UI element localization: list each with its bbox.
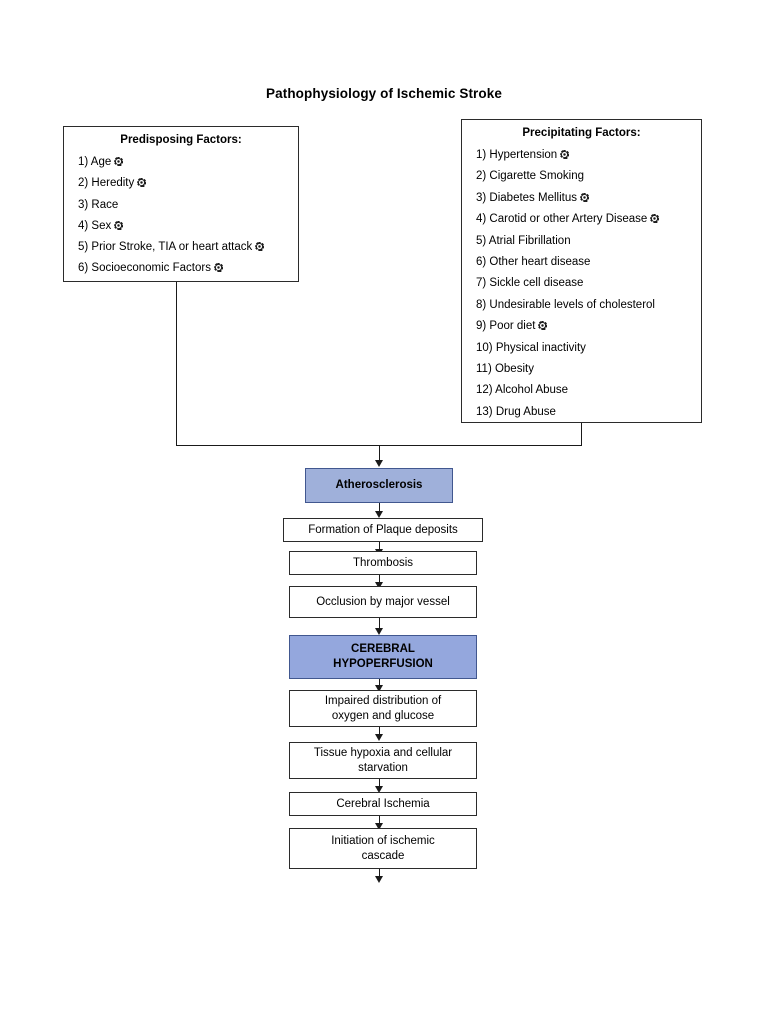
- connector-ischemia-to-cascade: [379, 816, 380, 825]
- connector-thrombosis-to-occlusion: [379, 575, 380, 584]
- list-item: 4) Sex: [78, 216, 298, 237]
- list-item-label: 11) Obesity: [476, 363, 534, 376]
- list-item: 3) Race: [78, 195, 298, 216]
- list-item-label: 2) Cigarette Smoking: [476, 170, 585, 183]
- predisposing-factors-box: Predisposing Factors: 1) Age 2) Heredity…: [63, 126, 299, 282]
- list-item: 6) Socioeconomic Factors: [78, 258, 298, 279]
- connector-hypoperfusion-to-impaired: [379, 679, 380, 687]
- flow-box-label-line1: Initiation of ischemic: [331, 834, 435, 847]
- list-item: 8) Undesirable levels of cholesterol: [476, 295, 701, 316]
- list-item-label: 6) Other heart disease: [476, 256, 591, 269]
- arrow-into-hypoperfusion: [375, 628, 383, 635]
- list-item: 4) Carotid or other Artery Disease: [476, 209, 701, 230]
- list-item-label: 3) Race: [78, 198, 119, 211]
- list-item-label: 6) Socioeconomic Factors: [78, 262, 211, 275]
- list-item-label: 4) Sex: [78, 219, 112, 232]
- predisposing-heading: Predisposing Factors:: [120, 134, 242, 146]
- gear-marker-icon: [213, 263, 223, 273]
- arrow-into-hypoxia: [375, 734, 383, 741]
- gear-marker-icon: [538, 321, 548, 331]
- list-item: 2) Cigarette Smoking: [476, 166, 701, 187]
- connector-cascade-outgoing: [379, 869, 380, 878]
- flow-box-label-line1: Tissue hypoxia and cellular: [313, 746, 453, 759]
- flow-box-label-line1: Impaired distribution of: [324, 694, 442, 707]
- flow-box-ischemic-cascade: Initiation of ischemic cascade: [289, 828, 477, 869]
- arrow-into-occlusion: [375, 582, 383, 589]
- gear-marker-icon: [255, 242, 265, 252]
- list-item: 9) Poor diet: [476, 316, 701, 337]
- list-item-label: 3) Diabetes Mellitus: [476, 191, 577, 204]
- list-item-label: 2) Heredity: [78, 177, 135, 190]
- list-item-label: 13) Drug Abuse: [476, 405, 556, 418]
- flow-box-label: Thrombosis: [352, 556, 414, 569]
- list-item: 12) Alcohol Abuse: [476, 380, 701, 401]
- precipitating-heading: Precipitating Factors:: [522, 127, 641, 139]
- list-item: 1) Hypertension: [476, 145, 701, 166]
- flow-box-label-line1: CEREBRAL: [351, 643, 415, 655]
- flow-box-label: Occlusion by major vessel: [316, 595, 450, 608]
- list-item-label: 9) Poor diet: [476, 320, 536, 333]
- flow-box-label: Cerebral Ischemia: [336, 797, 430, 810]
- list-item-label: 12) Alcohol Abuse: [476, 384, 569, 397]
- connector-precipitating-vertical: [581, 423, 582, 445]
- list-item-label: 5) Atrial Fibrillation: [476, 234, 571, 247]
- list-item-label: 5) Prior Stroke, TIA or heart attack: [78, 241, 253, 254]
- list-item: 7) Sickle cell disease: [476, 273, 701, 294]
- connector-atherosclerosis-to-plaque: [379, 503, 380, 513]
- flow-box-thrombosis: Thrombosis: [289, 551, 477, 575]
- list-item-label: 8) Undesirable levels of cholesterol: [476, 298, 655, 311]
- connector-occlusion-to-hypoperfusion: [379, 618, 380, 630]
- list-item-label: 1) Age: [78, 156, 112, 168]
- predisposing-list: 1) Age 2) Heredity 3) Race 4) Sex 5) Pri…: [64, 152, 298, 280]
- flow-box-label: Formation of Plaque deposits: [308, 523, 458, 536]
- flow-box-label-line2: HYPOPERFUSION: [333, 658, 433, 670]
- precipitating-list: 1) Hypertension 2) Cigarette Smoking 3) …: [462, 145, 701, 423]
- flow-box-cerebral-ischemia: Cerebral Ischemia: [289, 792, 477, 816]
- list-item-label: 7) Sickle cell disease: [476, 277, 584, 290]
- flow-box-label: Atherosclerosis: [335, 479, 423, 491]
- list-item: 5) Prior Stroke, TIA or heart attack: [78, 237, 298, 258]
- arrow-into-impaired: [375, 685, 383, 692]
- flow-box-tissue-hypoxia: Tissue hypoxia and cellular starvation: [289, 742, 477, 779]
- arrow-into-ischemia: [375, 786, 383, 793]
- flow-box-occlusion: Occlusion by major vessel: [289, 586, 477, 618]
- arrow-into-atherosclerosis: [375, 460, 383, 467]
- list-item: 2) Heredity: [78, 173, 298, 194]
- precipitating-factors-box: Precipitating Factors: 1) Hypertension 2…: [461, 119, 702, 423]
- arrow-cascade-outgoing: [375, 876, 383, 883]
- list-item-label: 10) Physical inactivity: [476, 341, 586, 354]
- connector-merge-to-atherosclerosis: [379, 445, 380, 462]
- gear-marker-icon: [137, 178, 147, 188]
- list-item: 1) Age: [78, 152, 298, 173]
- list-item: 11) Obesity: [476, 359, 701, 380]
- list-item: 5) Atrial Fibrillation: [476, 231, 701, 252]
- flow-box-label-line2: oxygen and glucose: [331, 709, 435, 722]
- list-item: 6) Other heart disease: [476, 252, 701, 273]
- gear-marker-icon: [650, 214, 660, 224]
- list-item-label: 4) Carotid or other Artery Disease: [476, 213, 648, 226]
- gear-marker-icon: [579, 192, 589, 202]
- flow-box-atherosclerosis: Atherosclerosis: [305, 468, 453, 503]
- connector-predisposing-vertical: [176, 282, 177, 445]
- flow-box-impaired-distribution: Impaired distribution of oxygen and gluc…: [289, 690, 477, 727]
- list-item-label: 1) Hypertension: [476, 149, 558, 161]
- arrow-into-plaque: [375, 511, 383, 518]
- list-item: 3) Diabetes Mellitus: [476, 188, 701, 209]
- connector-impaired-to-hypoxia: [379, 727, 380, 736]
- flow-box-plaque-deposits: Formation of Plaque deposits: [283, 518, 483, 542]
- gear-marker-icon: [114, 220, 124, 230]
- list-item: 13) Drug Abuse: [476, 402, 701, 423]
- flow-box-label-line2: cascade: [361, 849, 405, 862]
- page-title: Pathophysiology of Ischemic Stroke: [266, 86, 502, 101]
- arrow-into-cascade: [375, 823, 383, 830]
- flow-box-cerebral-hypoperfusion: CEREBRAL HYPOPERFUSION: [289, 635, 477, 679]
- connector-plaque-to-thrombosis: [379, 542, 380, 551]
- gear-marker-icon: [114, 157, 124, 166]
- connector-hypoxia-to-ischemia: [379, 779, 380, 788]
- gear-marker-icon: [560, 150, 570, 159]
- list-item: 10) Physical inactivity: [476, 338, 701, 359]
- flow-box-label-line2: starvation: [358, 761, 408, 774]
